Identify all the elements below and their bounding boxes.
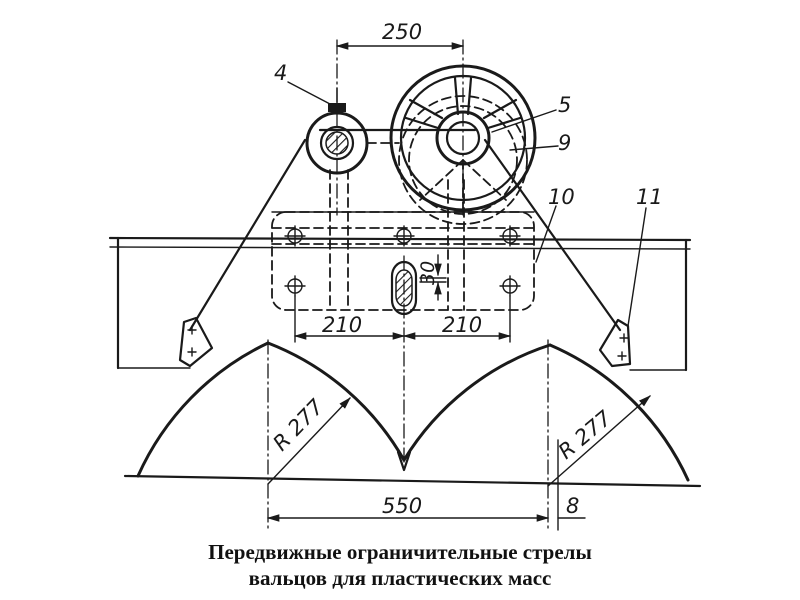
leader-lines — [287, 81, 647, 327]
caption-line-2: вальцов для пластических масс — [248, 566, 552, 590]
callout-4: 4 — [274, 61, 287, 85]
center-slot — [390, 260, 418, 316]
dim-radius-left: R 277 — [268, 394, 328, 455]
dim-250: 250 — [382, 20, 422, 44]
bolt-holes — [284, 225, 521, 297]
callout-5: 5 — [558, 93, 571, 117]
dim-radius-right: R 277 — [554, 406, 617, 464]
arm-brackets — [178, 316, 632, 368]
caption-line-1: Передвижные ограничительные стрелы — [208, 540, 592, 564]
dimension-lines — [266, 42, 651, 522]
callout-9: 9 — [558, 131, 571, 155]
rolls — [123, 341, 702, 488]
dim-8: 8 — [566, 494, 579, 518]
callout-10: 10 — [548, 185, 575, 209]
callout-11: 11 — [636, 185, 663, 209]
dim-30: 30 — [417, 261, 439, 285]
dim-210-right: 210 — [442, 313, 482, 337]
mounting-plate — [271, 169, 535, 311]
bed-frame — [108, 236, 692, 372]
center-lines — [267, 39, 559, 531]
dim-210-left: 210 — [322, 313, 362, 337]
dim-550: 550 — [382, 494, 422, 518]
